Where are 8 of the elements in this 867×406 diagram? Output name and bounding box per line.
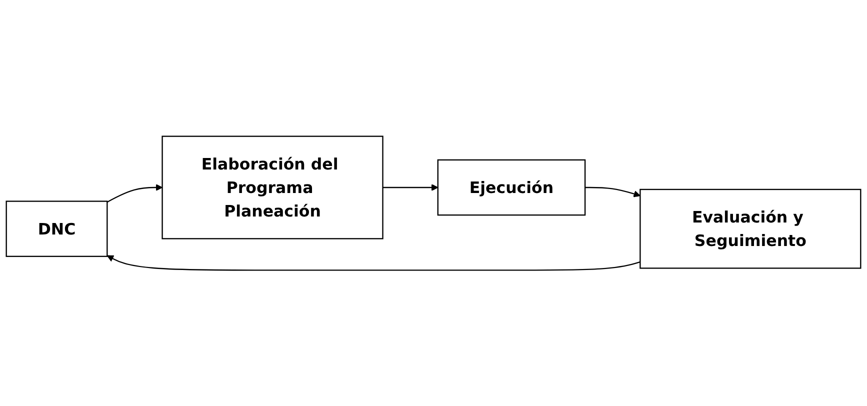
node-box: Elaboración del Programa Planeación	[162, 135, 384, 240]
node-box: Ejecución	[437, 159, 586, 216]
arrow	[585, 186, 640, 198]
arrow	[382, 184, 438, 191]
node-box: DNC	[6, 200, 108, 257]
node-box: Evaluación y Seguimiento	[640, 188, 862, 269]
arrow	[106, 184, 163, 202]
arrow	[106, 255, 640, 271]
